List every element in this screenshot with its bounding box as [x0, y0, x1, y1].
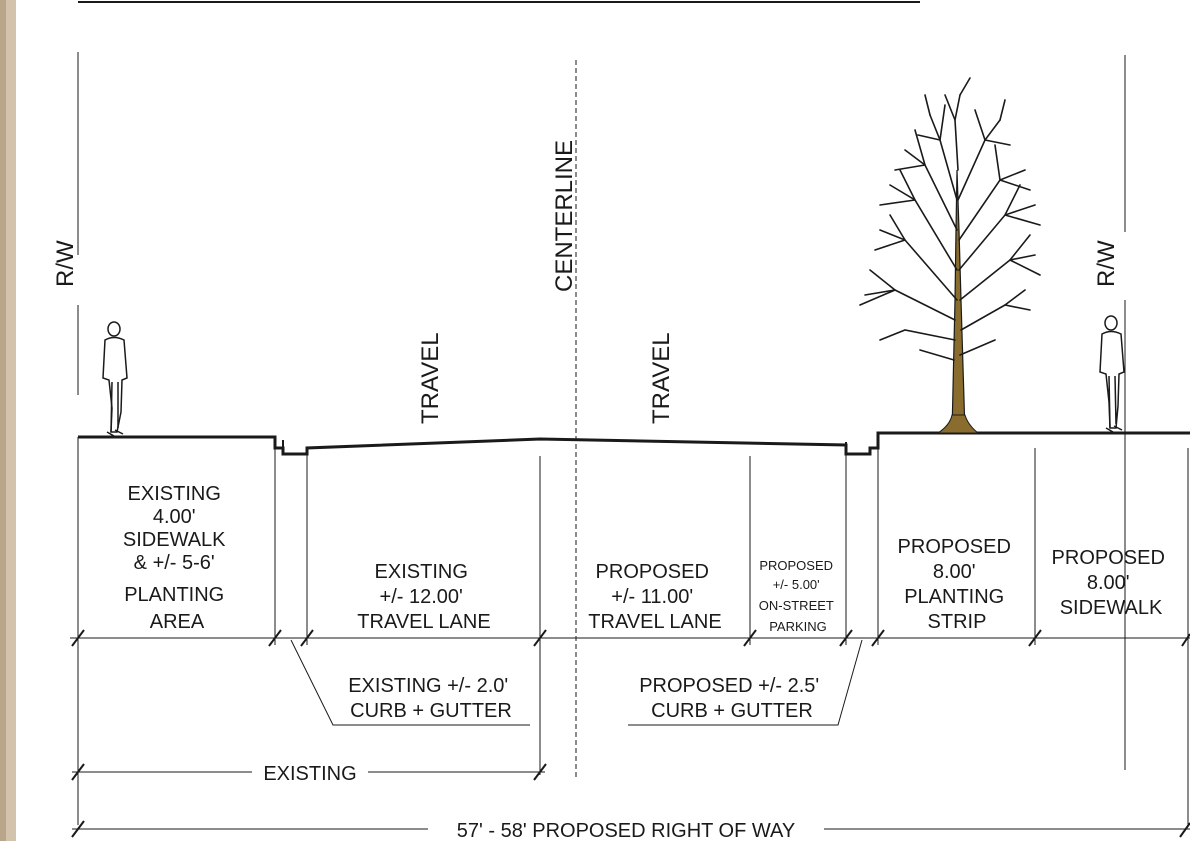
tree-icon: [859, 77, 1041, 434]
proposed-curb-leader: [628, 639, 863, 726]
existing-dim-label: EXISTING: [263, 763, 356, 785]
ground-profile: [78, 431, 1190, 456]
zone-proposed-planting-strip-label: PROPOSED 8.00' PLANTING STRIP: [898, 536, 1017, 633]
travel-right-label: TRAVEL: [648, 332, 675, 424]
travel-left-label: TRAVEL: [417, 332, 444, 424]
zone-existing-sidewalk-label: EXISTING 4.00' SIDEWALK & +/- 5-6' PLANT…: [123, 483, 231, 633]
existing-dim-tick-right: [533, 763, 547, 781]
rw-left-label: R/W: [52, 240, 79, 287]
existing-gutter-shape: [282, 440, 307, 455]
background-texture-edge: [0, 0, 6, 841]
proposed-curb-label: PROPOSED +/- 2.5' CURB + GUTTER: [639, 675, 825, 722]
zone-proposed-parking-label: PROPOSED +/- 5.00' ON-STREET PARKING: [759, 558, 838, 634]
existing-curb-label: EXISTING +/- 2.0' CURB + GUTTER: [348, 675, 514, 722]
row-dim-tick-left: [71, 820, 85, 838]
existing-dim-tick-left: [71, 763, 85, 781]
zone-proposed-sidewalk-label: PROPOSED 8.00' SIDEWALK: [1052, 547, 1171, 619]
row-dim-tick-right: [1179, 822, 1190, 838]
proposed-gutter-shape: [845, 442, 870, 455]
pedestrian-right-icon: [1099, 315, 1125, 433]
existing-curb-leader: [290, 639, 530, 726]
centerline-label: CENTERLINE: [551, 140, 578, 292]
pedestrian-left-icon: [102, 321, 128, 437]
rw-right-label: R/W: [1093, 240, 1120, 287]
zone-proposed-travel-lane-label: PROPOSED +/- 11.00' TRAVEL LANE: [588, 561, 721, 633]
zone-dimension-ticks: [71, 629, 1190, 647]
zone-existing-travel-lane-label: EXISTING +/- 12.00' TRAVEL LANE: [357, 561, 490, 633]
row-dim-label: 57' - 58' PROPOSED RIGHT OF WAY: [457, 820, 795, 841]
